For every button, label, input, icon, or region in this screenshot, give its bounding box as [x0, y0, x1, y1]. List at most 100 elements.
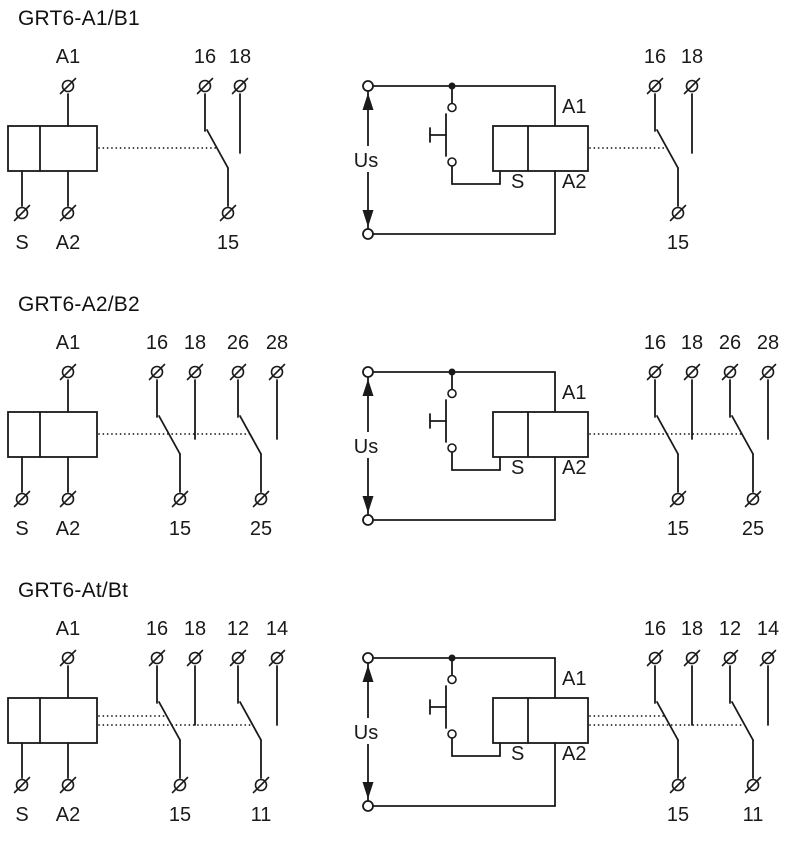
terminal-a1-icon	[59, 363, 77, 381]
terminal-12-icon	[721, 649, 739, 667]
terminal-12-icon	[229, 649, 247, 667]
junction-dot-icon	[448, 654, 456, 662]
terminal-25-icon	[744, 490, 762, 508]
mechanical-link	[589, 715, 746, 726]
terminal-18-icon	[186, 363, 204, 381]
section-title: GRT6-A1/B1	[18, 7, 140, 30]
terminal-16-icon	[646, 77, 664, 95]
relay-box	[492, 125, 589, 172]
relay-label-s: S	[511, 743, 524, 765]
relay-box	[7, 125, 98, 172]
terminal-28-icon	[268, 363, 286, 381]
supply-terminal-bottom-icon	[362, 228, 374, 240]
terminal-16-icon	[148, 649, 166, 667]
section-title: GRT6-At/Bt	[18, 579, 129, 602]
terminal-26-icon	[229, 363, 247, 381]
contact-label-16: 16	[194, 46, 216, 68]
relay-label-a2: A2	[56, 518, 80, 540]
relay-label-a2: A2	[562, 171, 586, 193]
terminal-26-icon	[721, 363, 739, 381]
relay-label-s: S	[15, 518, 28, 540]
terminal-11-icon	[252, 776, 270, 794]
relay-device: A1S A2	[7, 332, 98, 540]
start-button	[429, 374, 501, 471]
start-button	[429, 88, 501, 185]
terminal-15-icon	[669, 490, 687, 508]
terminal-18-icon	[683, 363, 701, 381]
supply-terminal-top-icon	[362, 80, 374, 92]
relay-label-a1: A1	[562, 382, 586, 404]
contact-label-18: 18	[184, 332, 206, 354]
terminal-15-icon	[219, 204, 237, 222]
contact-label-18: 18	[681, 46, 703, 68]
terminal-16-icon	[148, 363, 166, 381]
contact-label-15: 15	[169, 804, 191, 826]
relay-label-a1: A1	[56, 46, 80, 68]
contact-label-25: 25	[742, 518, 764, 540]
supply-terminal-bottom-icon	[362, 800, 374, 812]
relay-label-s: S	[15, 232, 28, 254]
terminal-14-icon	[268, 649, 286, 667]
relay-label-a2: A2	[56, 804, 80, 826]
contact-label-26: 26	[227, 332, 249, 354]
supply-label: Us	[354, 150, 378, 172]
terminal-25-icon	[252, 490, 270, 508]
terminal-s-icon	[13, 490, 31, 508]
terminal-15-icon	[669, 204, 687, 222]
junction-dot-icon	[448, 82, 456, 90]
contact-label-15: 15	[667, 804, 689, 826]
supply-terminal-bottom-icon	[362, 514, 374, 526]
relay-label-a1: A1	[562, 668, 586, 690]
contact-label-16: 16	[146, 332, 168, 354]
terminal-15-icon	[171, 490, 189, 508]
relay-label-s: S	[511, 171, 524, 193]
supply-terminal-top-icon	[362, 366, 374, 378]
supply-source: Us	[350, 652, 384, 812]
arrow-up-icon	[362, 665, 374, 682]
supply-terminal-top-icon	[362, 652, 374, 664]
contact-label-18: 18	[229, 46, 251, 68]
contact-label-15: 15	[169, 518, 191, 540]
terminal-18-icon	[231, 77, 249, 95]
contact-label-18: 18	[681, 332, 703, 354]
contact-label-11: 11	[743, 804, 764, 826]
relay-box	[492, 697, 589, 744]
contact-label-15: 15	[667, 518, 689, 540]
terminal-18-icon	[683, 649, 701, 667]
terminal-28-icon	[759, 363, 777, 381]
contact-label-14: 14	[757, 618, 779, 640]
arrow-down-icon	[362, 496, 374, 513]
terminal-14-icon	[759, 649, 777, 667]
contact-label-14: 14	[266, 618, 288, 640]
arrow-up-icon	[362, 379, 374, 396]
section-title: GRT6-A2/B2	[18, 293, 140, 316]
contact-label-15: 15	[667, 232, 689, 254]
terminal-16-icon	[646, 649, 664, 667]
relay-label-a1: A1	[56, 332, 80, 354]
arrow-up-icon	[362, 93, 374, 110]
contact-label-28: 28	[266, 332, 288, 354]
relay-label-s: S	[511, 457, 524, 479]
